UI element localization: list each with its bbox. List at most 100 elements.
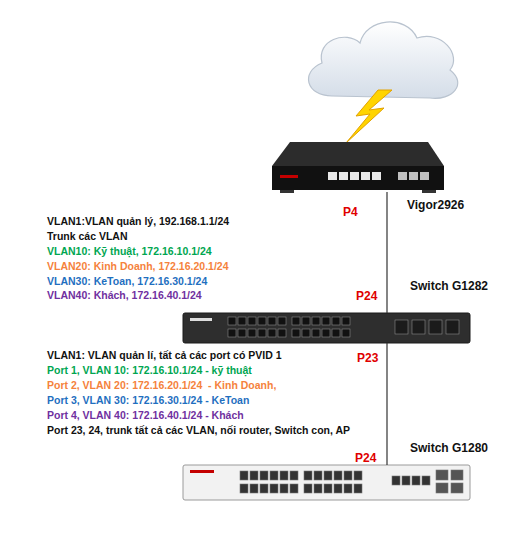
port-note: VLAN1: VLAN quản lí, tất cả các port có … — [47, 349, 282, 362]
network-device: Switch G1280 — [183, 465, 470, 500]
device-name: Vigor2926 — [407, 198, 464, 212]
cable-line — [386, 343, 387, 465]
router-port — [398, 172, 407, 180]
switch-port — [402, 476, 410, 485]
switch-port — [250, 484, 258, 493]
sfp-port — [451, 483, 463, 493]
switch-port — [240, 471, 248, 480]
port-note: Port 3, VLAN 30: 172.16.30.1/24 - KeToan — [47, 394, 249, 407]
vlan-note: VLAN20: Kinh Doanh, 172.16.20.1/24 — [47, 260, 228, 273]
sfp-port — [429, 320, 442, 334]
switch-g1280-device — [183, 465, 470, 500]
switch-port — [278, 317, 286, 325]
network-device: Vigor2926 — [272, 140, 444, 192]
switch-port — [422, 476, 430, 485]
router-top — [272, 142, 444, 166]
switch-port — [314, 484, 322, 493]
port-label: P24 — [356, 290, 377, 303]
port-note: Port 1, VLAN 10: 172.16.10.1/24 - kỹ thu… — [47, 364, 252, 377]
vlan-note: VLAN10: Kỹ thuật, 172.16.10.1/24 — [47, 245, 212, 258]
cable-line — [386, 192, 387, 313]
switch-port — [392, 476, 400, 485]
switch-port — [238, 317, 246, 325]
switch-port — [354, 471, 362, 480]
sfp-port — [436, 483, 448, 493]
port-note: Port 23, 24, trunk tất cả các VLAN, nối … — [47, 424, 350, 437]
internet-cloud — [309, 22, 458, 98]
switch-port — [344, 471, 352, 480]
router-logo-mark — [280, 175, 298, 178]
switch-port — [292, 317, 300, 325]
port-note: Port 4, VLAN 40: 172.16.40.1/24 - Khách — [47, 409, 244, 422]
network-device: Switch G1282 — [183, 313, 470, 343]
cable — [387, 343, 388, 465]
switch-port — [258, 317, 266, 325]
switch-port — [290, 484, 298, 493]
switch-port — [332, 329, 340, 337]
router-device — [272, 142, 444, 193]
lightning-bolt — [346, 90, 392, 143]
vlan-note: VLAN1:VLAN quản lý, 192.168.1.1/24 — [47, 215, 229, 228]
switch-port — [304, 471, 312, 480]
router-port — [328, 172, 337, 180]
router-foot — [280, 190, 294, 193]
switch-port — [228, 317, 236, 325]
switch-port — [354, 484, 362, 493]
switch-port — [292, 329, 300, 337]
port-label: P4 — [343, 206, 358, 219]
vlan-note: VLAN40: Khách, 172.16.40.1/24 — [47, 289, 202, 302]
switch-port — [334, 471, 342, 480]
switch-port — [312, 317, 320, 325]
switch-logo-mark — [190, 318, 212, 321]
vlan-note: Trunk các VLAN — [47, 230, 128, 243]
port-label: P24 — [355, 452, 376, 465]
sfp-port — [436, 470, 448, 480]
switch-port — [258, 329, 266, 337]
switch-port — [322, 317, 330, 325]
switch-port — [270, 471, 278, 480]
switch-g1282-device — [183, 313, 470, 343]
router-port — [372, 172, 381, 180]
switch-port — [260, 484, 268, 493]
switch-port — [324, 484, 332, 493]
switch-port — [238, 329, 246, 337]
switch-port — [248, 317, 256, 325]
router-port — [361, 172, 370, 180]
switch-logo-mark — [190, 470, 214, 473]
device-name: Switch G1282 — [410, 279, 488, 293]
switch-port — [324, 471, 332, 480]
device-name: Switch G1280 — [410, 441, 488, 455]
switch-port — [280, 471, 288, 480]
switch-port — [228, 329, 236, 337]
switch-port — [248, 329, 256, 337]
sfp-port — [395, 320, 408, 334]
switch-port — [332, 317, 340, 325]
switch-port — [278, 329, 286, 337]
switch-port — [270, 484, 278, 493]
switch-port — [322, 329, 330, 337]
switch-port — [342, 317, 350, 325]
port-note: Port 2, VLAN 20: 172.16.20.1/24 - Kinh D… — [47, 379, 276, 392]
sfp-port — [446, 320, 459, 334]
switch-port — [342, 329, 350, 337]
cable — [387, 192, 388, 313]
switch-port — [314, 471, 322, 480]
switch-port — [334, 484, 342, 493]
switch-body — [183, 465, 470, 500]
router-port — [339, 172, 348, 180]
switch-body — [183, 313, 470, 343]
sfp-port — [412, 320, 425, 334]
switch-port — [302, 329, 310, 337]
router-port — [420, 172, 429, 180]
switch-port — [290, 471, 298, 480]
switch-port — [312, 329, 320, 337]
switch-port — [250, 471, 258, 480]
switch-port — [344, 484, 352, 493]
port-label: P23 — [357, 352, 378, 365]
router-port — [350, 172, 359, 180]
vlan-note: VLAN30: KeToan, 172.16.30.1/24 — [47, 275, 207, 288]
sfp-port — [451, 470, 463, 480]
router-port — [409, 172, 418, 180]
router-ports — [328, 172, 429, 180]
switch-port — [302, 317, 310, 325]
